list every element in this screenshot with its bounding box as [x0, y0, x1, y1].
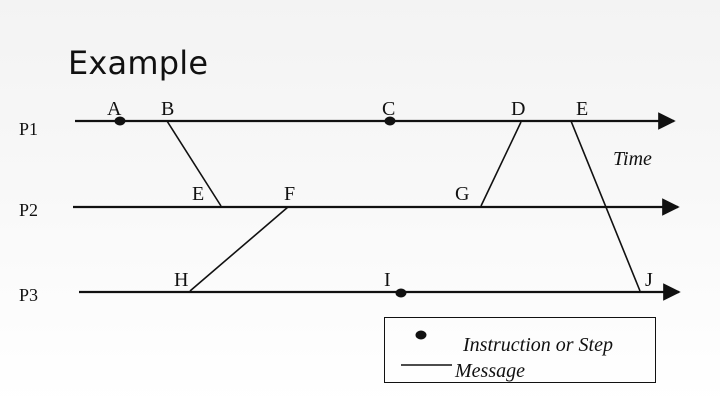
event-label-g: G [455, 183, 469, 205]
time-label: Time [613, 148, 652, 170]
event-marker-i [395, 288, 407, 298]
event-label-b: B [161, 98, 174, 120]
event-marker-a [114, 116, 126, 126]
event-label-j: J [645, 269, 653, 291]
event-label-c: C [382, 98, 395, 120]
message-f-to-h [189, 206, 289, 292]
event-label-d: D [511, 98, 525, 120]
event-label-h: H [174, 269, 188, 291]
legend-box [384, 317, 656, 383]
process-label-p1: P1 [19, 119, 38, 139]
event-label-i: I [384, 269, 391, 291]
slide-title: Example [68, 44, 209, 82]
event-label-f: F [284, 183, 295, 205]
event-label-a: A [107, 98, 122, 120]
message-b-to-e [166, 120, 222, 207]
event-label-e-p2: E [192, 183, 204, 205]
process-label-p3: P3 [19, 285, 38, 305]
event-marker-c [384, 116, 396, 126]
process-label-p2: P2 [19, 200, 38, 220]
message-e-to-j [570, 120, 641, 292]
legend-message-label: Message [454, 360, 525, 382]
legend-step-marker [415, 330, 427, 340]
legend-instruction-label: Instruction or Step [462, 334, 613, 356]
message-g-to-d [480, 121, 522, 207]
event-label-e-p1: E [576, 98, 588, 120]
